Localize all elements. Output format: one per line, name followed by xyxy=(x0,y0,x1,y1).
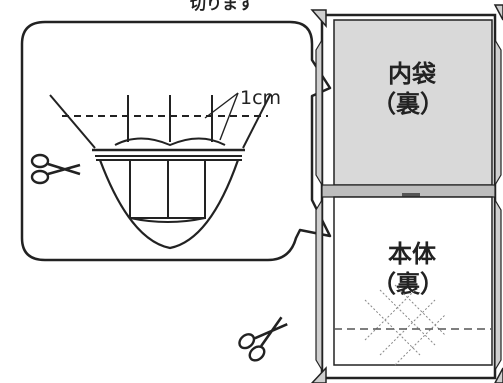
fabric-panels: 内袋 （裏） 本体 （裏） xyxy=(310,4,503,383)
measurement-leaders xyxy=(204,92,239,141)
side-tabs xyxy=(315,37,502,373)
main-body-panel xyxy=(333,196,493,366)
label-tag xyxy=(402,193,420,198)
scissors-icon xyxy=(30,153,81,185)
pocket-cross-section xyxy=(49,94,271,250)
scissors-icon xyxy=(238,316,288,362)
inner-bag-name: 内袋 xyxy=(388,60,437,88)
main-body-side: （裏） xyxy=(372,270,444,298)
measurement-label: 1cm xyxy=(240,87,281,109)
stitch-pattern xyxy=(364,284,446,366)
main-body-name: 本体 xyxy=(388,240,437,268)
cut-corner-marker-icon xyxy=(310,4,503,383)
inner-bag-side: （裏） xyxy=(372,90,444,118)
detail-callout: 1cm xyxy=(20,20,332,262)
top-caption: 切ります xyxy=(190,0,254,13)
